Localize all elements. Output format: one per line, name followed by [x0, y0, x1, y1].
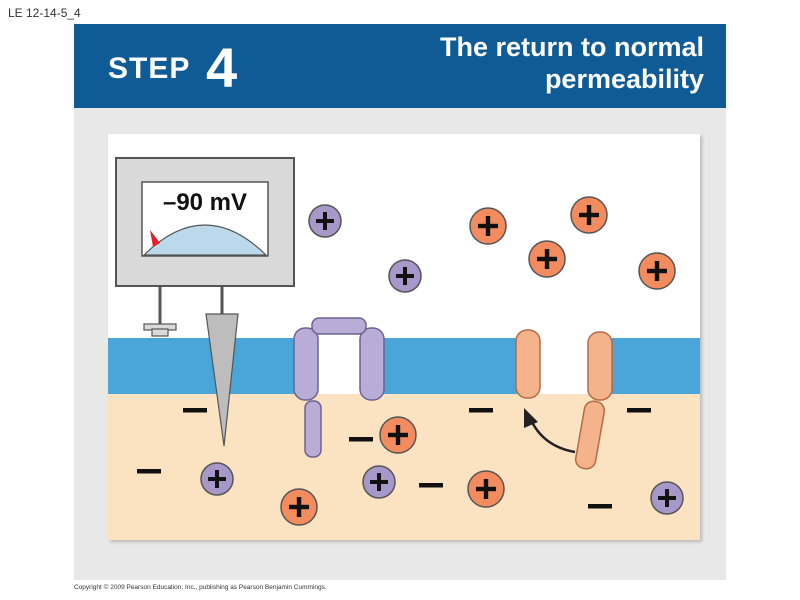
sodium-ion	[650, 481, 684, 515]
sodium-channel-activation-gate	[311, 317, 367, 335]
microelectrode	[205, 313, 239, 447]
potassium-ion	[467, 470, 505, 508]
cytoplasm-region	[108, 393, 700, 540]
copyright-notice: Copyright © 2009 Pearson Education, Inc.…	[74, 584, 327, 591]
sodium-channel-pore	[316, 338, 362, 394]
step-title-line-1: The return to normal	[439, 32, 704, 62]
potassium-ion	[280, 488, 318, 526]
sodium-ion	[200, 462, 234, 496]
sodium-ion	[362, 465, 396, 499]
potassium-ion	[469, 207, 507, 245]
voltmeter-dial-arc	[142, 224, 268, 256]
sodium-ion	[308, 204, 342, 238]
voltmeter-leads	[143, 286, 239, 447]
minus-sign	[349, 437, 373, 442]
membrane-potential-reading: –90 mV	[163, 189, 247, 216]
potassium-ion	[379, 416, 417, 454]
sodium-ion	[388, 259, 422, 293]
step-title: The return to normal permeability	[344, 31, 704, 95]
sodium-channel	[293, 317, 385, 458]
step-title-line-2: permeability	[544, 64, 704, 94]
voltmeter: –90 mV	[115, 157, 295, 287]
minus-sign	[627, 408, 651, 413]
potassium-ion	[638, 252, 676, 290]
sodium-ions	[200, 204, 684, 515]
potassium-ions	[280, 196, 676, 526]
step-number: 4	[206, 36, 238, 99]
potassium-channel-gate	[574, 400, 606, 470]
potassium-ion	[528, 240, 566, 278]
arrow-head	[524, 408, 538, 428]
sodium-channel-inactivation-gate	[304, 400, 322, 458]
minus-sign	[137, 469, 161, 474]
header-banner: STEP 4 The return to normal permeability	[74, 24, 726, 108]
minus-sign	[469, 408, 493, 413]
potassium-ion	[570, 196, 608, 234]
voltmeter-needle	[150, 230, 160, 247]
minus-sign	[588, 504, 612, 509]
minus-sign	[419, 483, 443, 488]
negative-charges	[137, 408, 651, 509]
step-label: STEP	[108, 52, 191, 85]
potassium-channel-pore	[538, 338, 590, 394]
minus-sign	[183, 408, 207, 413]
potassium-channel	[515, 329, 613, 470]
figure-label: LE 12-14-5_4	[8, 6, 81, 20]
